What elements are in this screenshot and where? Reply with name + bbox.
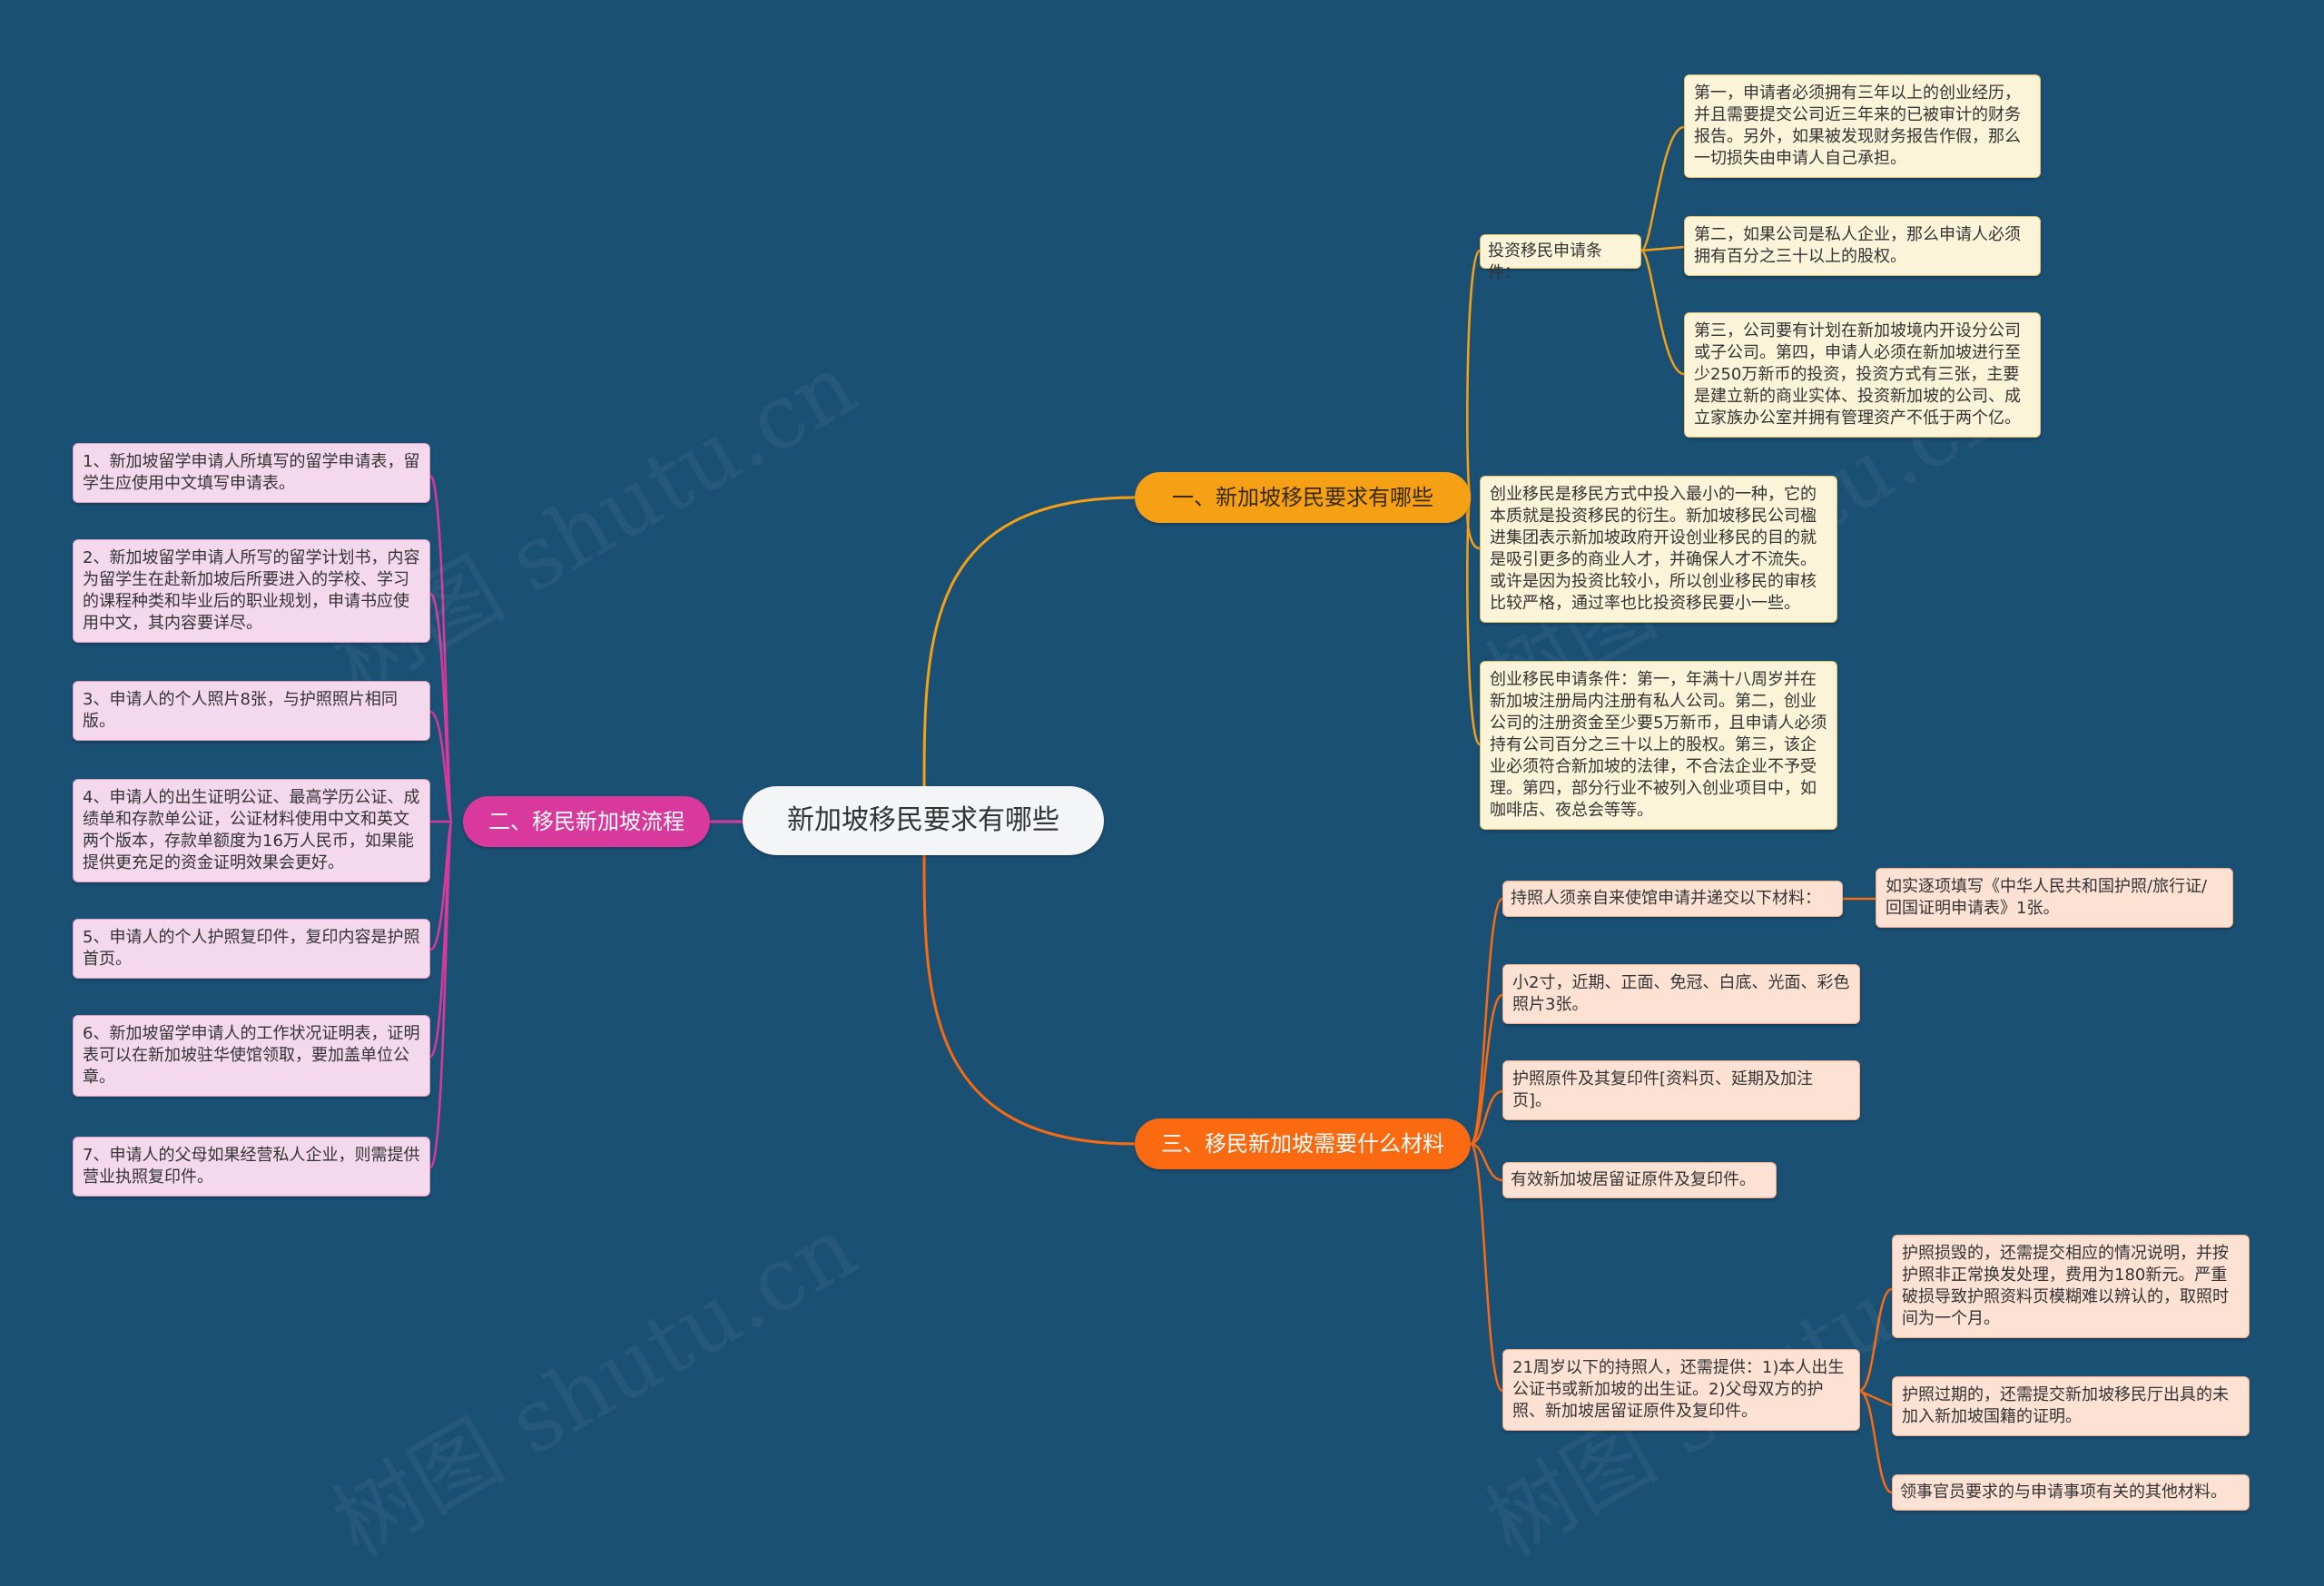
process-item-3[interactable]: 3、申请人的个人照片8张，与护照照片相同版。 (73, 681, 430, 741)
investment-condition-3[interactable]: 第三，公司要有计划在新加坡境内开设分公司或子公司。第四，申请人必须在新加坡进行至… (1684, 312, 2041, 438)
expired-passport[interactable]: 护照过期的，还需提交新加坡移民厅出具的未加入新加坡国籍的证明。 (1892, 1376, 2250, 1436)
damaged-passport[interactable]: 护照损毁的，还需提交相应的情况说明，并按护照非正常换发处理，费用为180新元。严… (1892, 1235, 2250, 1338)
link-root-branch3 (922, 852, 1136, 1146)
other-materials[interactable]: 领事官员要求的与申请事项有关的其他材料。 (1892, 1474, 2250, 1511)
link-root-branch1 (922, 496, 1136, 793)
process-item-6[interactable]: 6、新加坡留学申请人的工作状况证明表，证明表可以在新加坡驻华使馆领取，要加盖单位… (73, 1015, 430, 1097)
root-topic[interactable]: 新加坡移民要求有哪些 (743, 786, 1104, 855)
investment-condition-2[interactable]: 第二，如果公司是私人企业，那么申请人必须拥有百分之三十以上的股权。 (1684, 216, 2041, 276)
passport-application-form[interactable]: 如实逐项填写《中华人民共和国护照/旅行证/回国证明申请表》1张。 (1876, 868, 2233, 928)
photo-requirement[interactable]: 小2寸，近期、正面、免冠、白底、光面、彩色照片3张。 (1502, 964, 1860, 1024)
passport-application-label[interactable]: 持照人须亲自来使馆申请并递交以下材料： (1502, 881, 1843, 917)
under21-requirements[interactable]: 21周岁以下的持照人，还需提供：1)本人出生公证书或新加坡的出生证。2)父母双方… (1502, 1349, 1860, 1431)
process-item-5[interactable]: 5、申请人的个人护照复印件，复印内容是护照首页。 (73, 919, 430, 979)
process-item-1[interactable]: 1、新加坡留学申请人所填写的留学申请表，留学生应使用中文填写申请表。 (73, 443, 430, 503)
branch-requirements[interactable]: 一、新加坡移民要求有哪些 (1135, 472, 1471, 523)
process-item-4[interactable]: 4、申请人的出生证明公证、最高学历公证、成绩单和存款单公证，公证材料使用中文和英… (73, 779, 430, 882)
entrepreneur-intro[interactable]: 创业移民是移民方式中投入最小的一种，它的本质就是投资移民的衍生。新加坡移民公司楹… (1480, 476, 1837, 623)
entrepreneur-conditions[interactable]: 创业移民申请条件：第一，年满十八周岁并在新加坡注册局内注册有私人公司。第二，创业… (1480, 661, 1837, 830)
process-item-7[interactable]: 7、申请人的父母如果经营私人企业，则需提供营业执照复印件。 (73, 1137, 430, 1197)
passport-copy[interactable]: 护照原件及其复印件[资料页、延期及加注页]。 (1502, 1060, 1860, 1120)
investment-conditions-label[interactable]: 投资移民申请条件： (1480, 234, 1641, 282)
branch-materials[interactable]: 三、移民新加坡需要什么材料 (1135, 1118, 1471, 1169)
investment-condition-1[interactable]: 第一，申请者必须拥有三年以上的创业经历，并且需要提交公司近三年来的已被审计的财务… (1684, 74, 2041, 178)
process-item-2[interactable]: 2、新加坡留学申请人所写的留学计划书，内容为留学生在赴新加坡后所要进入的学校、学… (73, 539, 430, 643)
branch-process[interactable]: 二、移民新加坡流程 (463, 796, 710, 847)
residence-permit[interactable]: 有效新加坡居留证原件及复印件。 (1502, 1162, 1777, 1198)
